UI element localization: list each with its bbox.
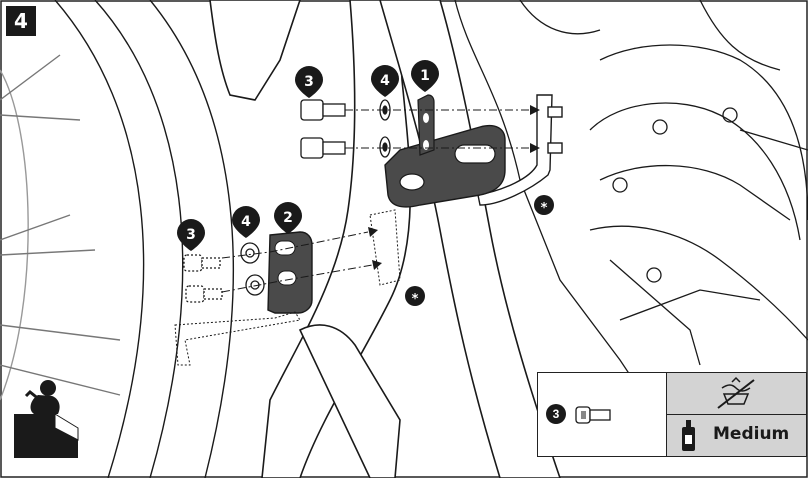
ghost-bracket-outline [174,209,401,366]
assembly-guide-lines [221,109,530,293]
legend-bolt-icon [575,406,611,424]
callout-pins [177,60,554,306]
mounting-plate-2 [267,231,313,314]
legend-divider [666,373,668,456]
asterisk-marker-center: * [412,292,419,307]
legend-part-number: 3 [546,404,566,424]
callout-labels: 3 4 1 2 3 4 * * [186,68,547,307]
mounting-plate-1 [384,94,506,208]
no-grease-icon [717,376,755,409]
asterisk-marker-right: * [541,201,548,216]
threadlock-bottle-icon [682,420,695,451]
step-number-badge: 4 [6,6,36,36]
threadlock-cell: Medium [667,415,806,456]
callout-4-top: 4 [380,73,390,89]
threadlock-strength-label: Medium [713,424,790,444]
callout-2: 2 [283,210,293,226]
callout-3-left: 3 [186,227,196,243]
wheel-outline [0,0,234,478]
callout-1: 1 [420,68,430,84]
callout-3-top: 3 [304,74,314,90]
bolts [183,99,346,303]
engine-mount-bracket [477,94,563,206]
service-mechanic-icon [14,380,79,458]
no-lubricant-cell [667,373,806,415]
callout-4-left: 4 [241,214,251,230]
legend-specs: Medium [667,373,806,456]
guide-arrowheads [368,105,540,270]
legend-box: 3 Medium [537,372,807,457]
